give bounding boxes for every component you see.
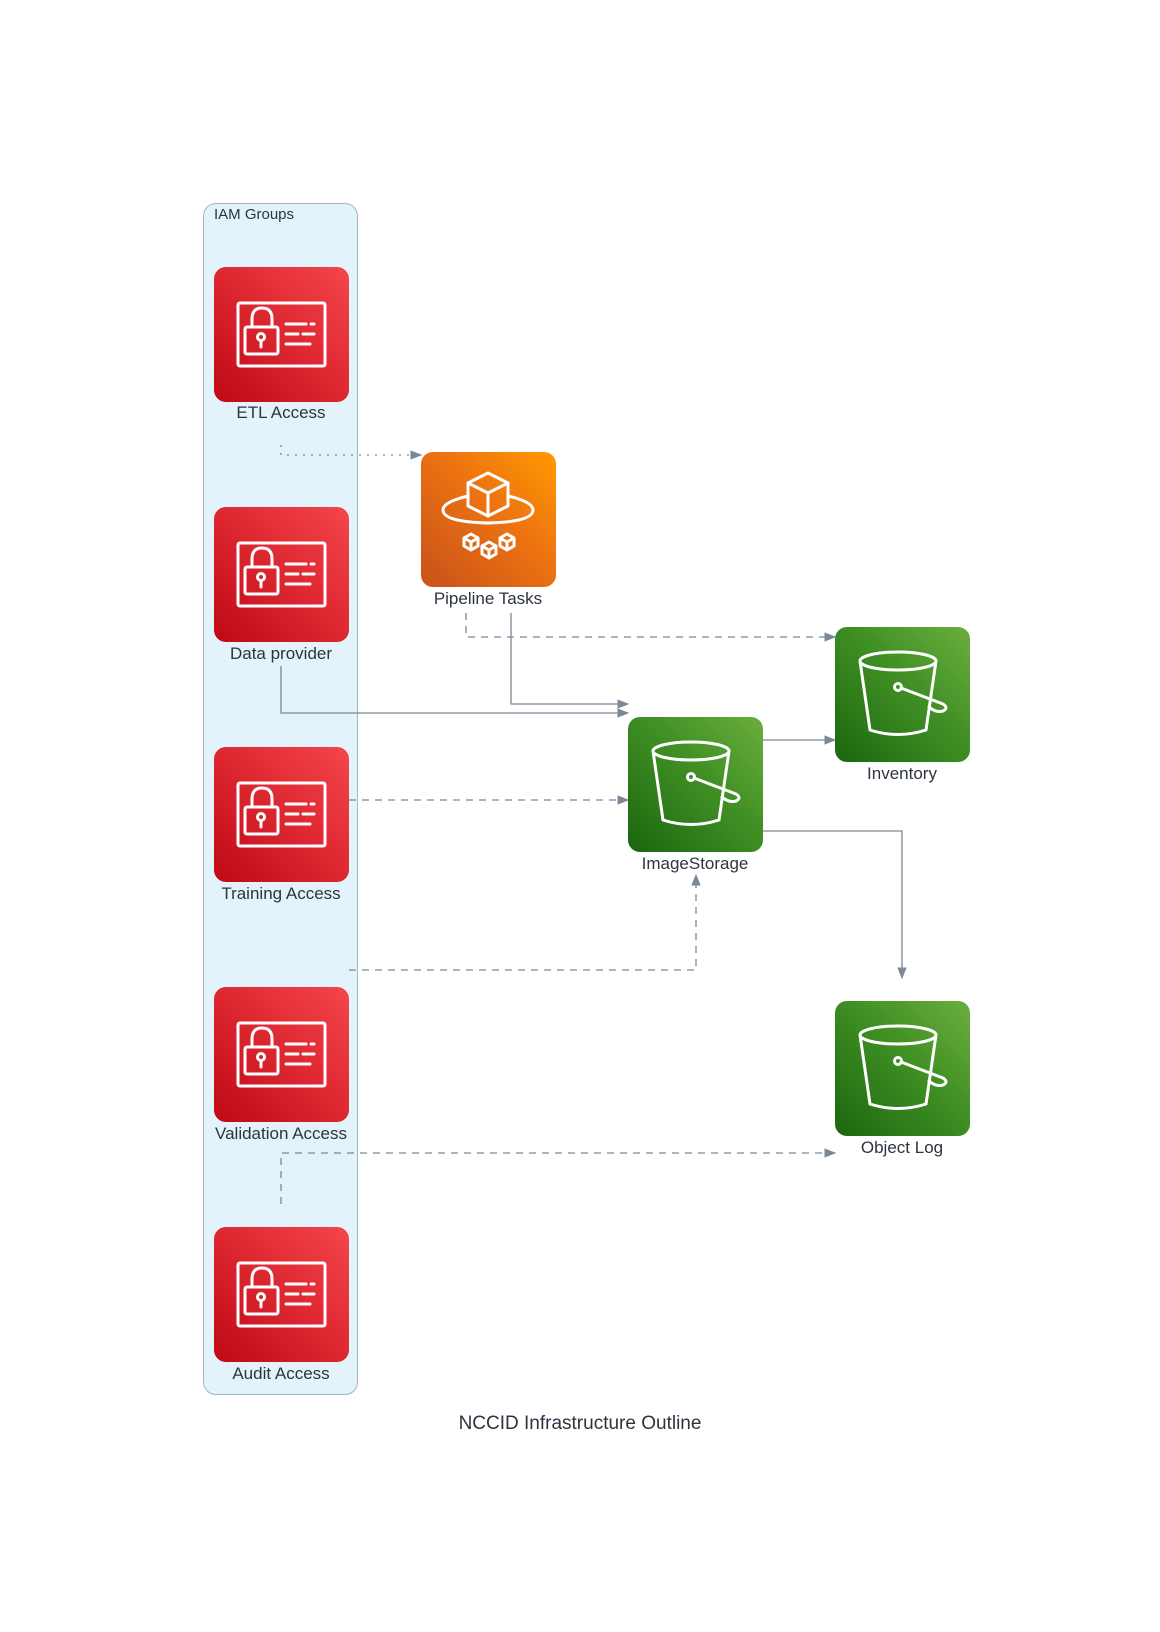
- etl-access-node[interactable]: [214, 267, 349, 402]
- pipeline-tasks-node[interactable]: [421, 452, 556, 587]
- iam-identity-card-icon: [236, 1261, 327, 1328]
- validation-access-label: Validation Access: [215, 1124, 347, 1143]
- ecs-fargate-icon: [441, 471, 535, 560]
- edge-pipeline-to-imagestorage: [510, 613, 630, 709]
- validation-access-node[interactable]: [214, 987, 349, 1122]
- inventory-label: Inventory: [867, 764, 937, 783]
- iam-identity-card-icon: [236, 781, 327, 848]
- edge-imagestorage-to-objectlog: [762, 830, 907, 980]
- s3-bucket-icon: [651, 740, 741, 826]
- training-access-node[interactable]: [214, 747, 349, 882]
- edge-dataprovider-to-imagestorage: [280, 666, 630, 718]
- object-log-node[interactable]: [835, 1001, 970, 1136]
- training-access-label: Training Access: [221, 884, 341, 903]
- edge-audit-to-objectlog: [280, 1148, 837, 1204]
- edge-validation-to-imagestorage: [349, 873, 701, 971]
- edge-etl-to-pipeline: [280, 445, 423, 460]
- pipeline-tasks-label: Pipeline Tasks: [433, 589, 543, 608]
- object-log-label: Object Log: [860, 1138, 944, 1157]
- data-provider-label: Data provider: [229, 644, 333, 663]
- iam-identity-card-icon: [236, 541, 327, 608]
- s3-bucket-icon: [858, 1024, 948, 1110]
- iam-identity-card-icon: [236, 301, 327, 368]
- iam-identity-card-icon: [236, 1021, 327, 1088]
- data-provider-node[interactable]: [214, 507, 349, 642]
- image-storage-node[interactable]: [628, 717, 763, 852]
- edge-pipeline-to-inventory: [465, 613, 837, 642]
- image-storage-label: ImageStorage: [641, 854, 749, 873]
- inventory-node[interactable]: [835, 627, 970, 762]
- s3-bucket-icon: [858, 650, 948, 736]
- diagram-caption: NCCID Infrastructure Outline: [458, 1413, 702, 1434]
- audit-access-node[interactable]: [214, 1227, 349, 1362]
- iam-groups-label: IAM Groups: [214, 206, 295, 223]
- etl-access-label: ETL Access: [236, 403, 326, 422]
- audit-access-label: Audit Access: [232, 1364, 330, 1383]
